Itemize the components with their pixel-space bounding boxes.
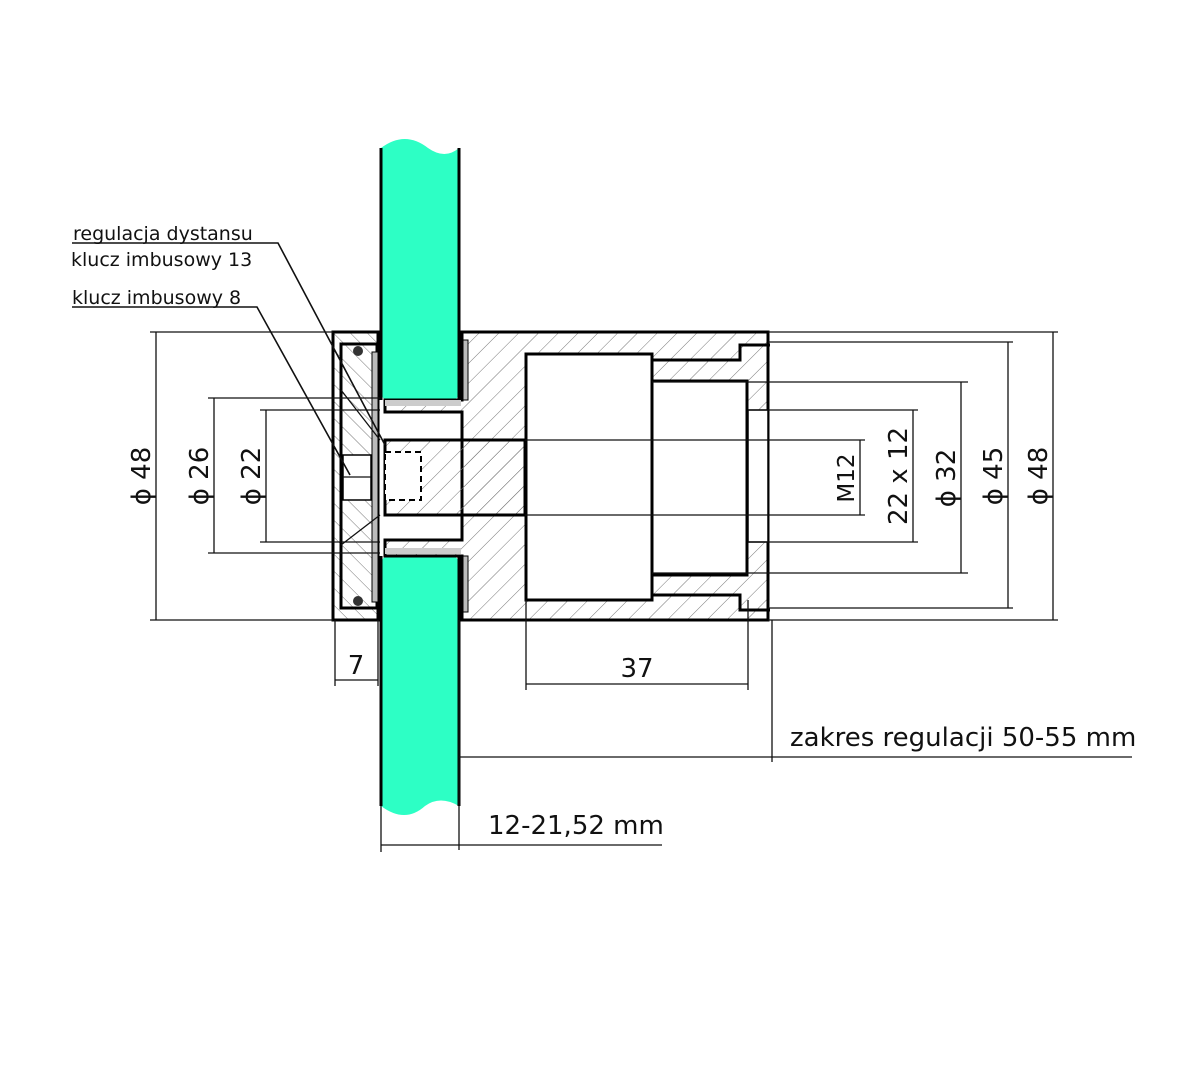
left-cap-plate	[331, 330, 381, 622]
main-body	[383, 330, 770, 622]
o-ring-top	[353, 346, 363, 356]
bore-large	[524, 352, 654, 602]
dim-d45: ϕ 45	[979, 447, 1009, 506]
dim-m12: M12	[834, 453, 860, 502]
glass-panel	[379, 139, 461, 815]
dim-left-d48: ϕ 48	[127, 447, 157, 506]
bore-small	[650, 379, 749, 577]
label-distance-adjust: regulacja dystansu	[73, 223, 253, 245]
dim-glass-thickness: 12-21,52 mm	[488, 811, 664, 841]
leader-lines	[72, 242, 386, 476]
label-hex-key-13: klucz imbusowy 13	[71, 249, 252, 271]
dim-thread-22x12: 22 x 12	[884, 427, 914, 525]
extension-lines	[150, 331, 1058, 852]
dim-adjust-range: zakres regulacji 50-55 mm	[790, 723, 1136, 753]
dim-d32: ϕ 32	[932, 449, 962, 508]
label-hex-key-8: klucz imbusowy 8	[72, 287, 241, 309]
dimension-lines	[155, 332, 1132, 846]
hex-socket-13	[384, 451, 422, 501]
dim-plate-thickness: 7	[348, 651, 365, 681]
dim-right-d48: ϕ 48	[1024, 447, 1054, 506]
dim-d22: ϕ 22	[237, 447, 267, 506]
dim-d26: ϕ 26	[185, 447, 215, 506]
o-ring-bottom	[353, 596, 363, 606]
dim-length-37: 37	[620, 654, 653, 684]
